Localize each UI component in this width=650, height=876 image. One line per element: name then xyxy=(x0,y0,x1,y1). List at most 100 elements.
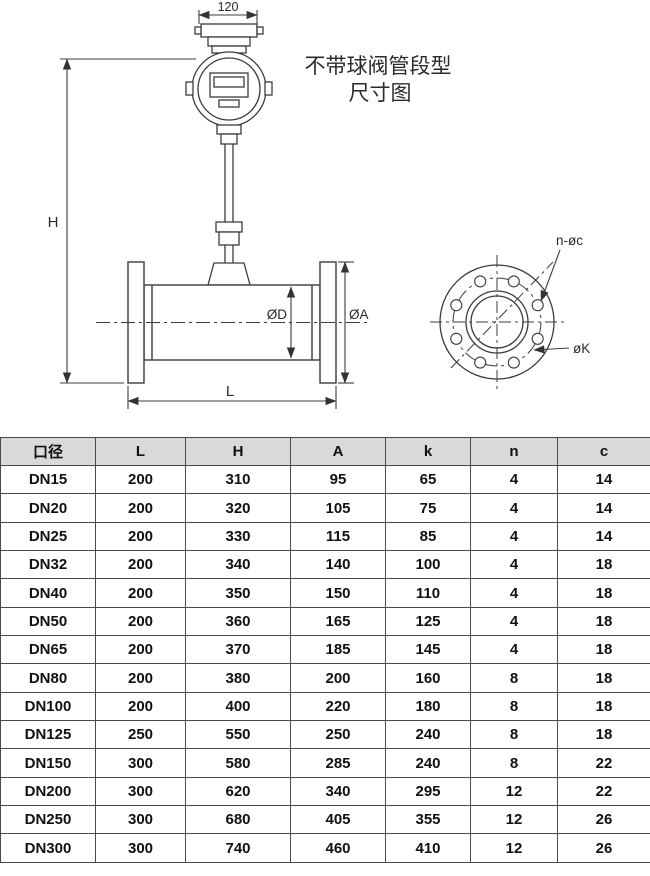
table-cell: DN65 xyxy=(0,635,96,665)
dim-height-H xyxy=(60,58,196,384)
table-cell: 12 xyxy=(470,776,558,807)
table-cell: DN40 xyxy=(0,578,96,608)
flowmeter-technical-drawing: 120 xyxy=(48,0,590,409)
table-cell: 340 xyxy=(185,550,291,580)
table-cell: 18 xyxy=(557,578,650,608)
col-header-L: L xyxy=(95,437,186,466)
table-cell: 140 xyxy=(290,550,386,580)
table-cell: 18 xyxy=(557,720,650,750)
table-cell: 350 xyxy=(185,578,291,608)
table-cell: DN150 xyxy=(0,748,96,778)
table-cell: 125 xyxy=(385,606,471,637)
table-cell: 200 xyxy=(95,550,186,580)
bolt-holes xyxy=(450,275,544,369)
table-cell: 180 xyxy=(385,691,471,722)
bolt-holes-label: n-øc xyxy=(556,233,583,248)
table-cell: 360 xyxy=(185,606,291,637)
table-cell: 300 xyxy=(95,748,186,778)
table-cell: 200 xyxy=(95,606,186,637)
table-cell: DN100 xyxy=(0,691,96,722)
col-header-n: n xyxy=(470,437,558,466)
table-cell: DN50 xyxy=(0,606,96,637)
table-cell: 65 xyxy=(385,464,471,495)
dim-height-label: H xyxy=(48,214,59,231)
table-cell: 18 xyxy=(557,635,650,665)
table-cell: DN125 xyxy=(0,720,96,750)
table-cell: 200 xyxy=(95,464,186,495)
table-cell: 4 xyxy=(470,578,558,608)
table-cell: 110 xyxy=(385,578,471,608)
table-cell: 4 xyxy=(470,635,558,665)
table-cell: 200 xyxy=(95,493,186,523)
table-cell: 12 xyxy=(470,805,558,835)
table-cell: 18 xyxy=(557,663,650,693)
table-cell: 240 xyxy=(385,748,471,778)
table-cell: 200 xyxy=(95,635,186,665)
table-cell: 405 xyxy=(290,805,386,835)
table-cell: 8 xyxy=(470,748,558,778)
table-cell: 4 xyxy=(470,550,558,580)
table-cell: 75 xyxy=(385,493,471,523)
table-cell: 400 xyxy=(185,691,291,722)
table-cell: 370 xyxy=(185,635,291,665)
table-cell: 160 xyxy=(385,663,471,693)
table-cell: 18 xyxy=(557,691,650,722)
table-cell: DN250 xyxy=(0,805,96,835)
table-cell: 4 xyxy=(470,464,558,495)
table-cell: DN200 xyxy=(0,776,96,807)
table-cell: DN300 xyxy=(0,833,96,863)
col-header-c: c xyxy=(557,437,650,466)
table-cell: 4 xyxy=(470,521,558,552)
dim-top-width xyxy=(198,10,258,24)
col-header-diameter: 口径 xyxy=(0,437,96,466)
table-cell: 240 xyxy=(385,720,471,750)
table-cell: 330 xyxy=(185,521,291,552)
table-cell: 14 xyxy=(557,464,650,495)
table-cell: 185 xyxy=(290,635,386,665)
col-header-H: H xyxy=(185,437,291,466)
dim-flange-diameter-label: ØA xyxy=(349,307,369,322)
table-cell: 165 xyxy=(290,606,386,637)
flange-face-view xyxy=(430,249,570,389)
drawing-title-line1: 不带球阀管段型 xyxy=(305,55,452,78)
table-cell: 740 xyxy=(185,833,291,863)
table-cell: 115 xyxy=(290,521,386,552)
table-cell: 295 xyxy=(385,776,471,807)
table-cell: 14 xyxy=(557,521,650,552)
col-header-k: k xyxy=(385,437,471,466)
transmitter-head xyxy=(185,23,273,145)
table-cell: 620 xyxy=(185,776,291,807)
col-header-A: A xyxy=(290,437,386,466)
table-cell: 18 xyxy=(557,606,650,637)
table-cell: 340 xyxy=(290,776,386,807)
table-cell: 4 xyxy=(470,493,558,523)
table-cell: 680 xyxy=(185,805,291,835)
table-cell: 200 xyxy=(95,521,186,552)
table-cell: 12 xyxy=(470,833,558,863)
dim-inner-diameter-label: ØD xyxy=(267,307,288,322)
table-cell: 285 xyxy=(290,748,386,778)
table-cell: 200 xyxy=(290,663,386,693)
bolt-circle-label: øK xyxy=(573,341,590,356)
table-cell: 200 xyxy=(95,578,186,608)
table-cell: DN25 xyxy=(0,521,96,552)
table-cell: 460 xyxy=(290,833,386,863)
table-cell: 410 xyxy=(385,833,471,863)
table-cell: DN32 xyxy=(0,550,96,580)
table-cell: 22 xyxy=(557,776,650,807)
table-cell: 8 xyxy=(470,663,558,693)
dim-top-width-label: 120 xyxy=(218,0,239,14)
stem-assembly xyxy=(207,144,251,286)
table-header-row: 口径 L H A k n c xyxy=(0,437,650,466)
table-cell: 105 xyxy=(290,493,386,523)
